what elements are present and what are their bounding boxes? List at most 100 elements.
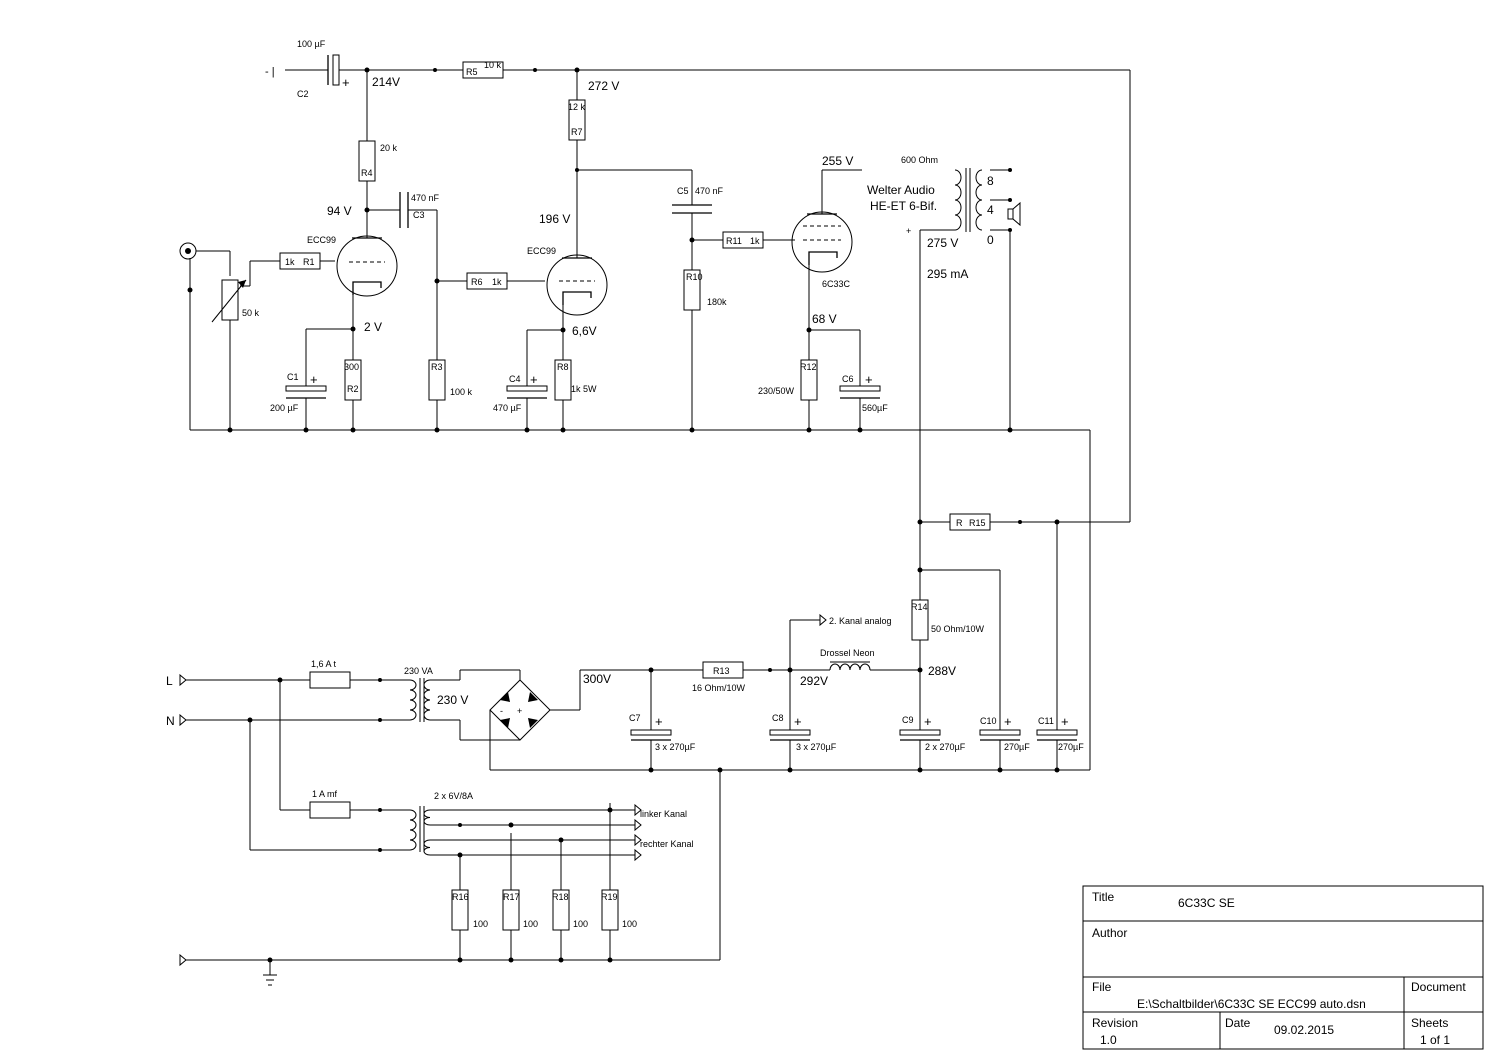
- capacitor-c11: + C11 270µF: [1036, 714, 1084, 752]
- svg-text:0: 0: [987, 233, 994, 247]
- junctions: [187, 67, 1060, 963]
- svg-text:1k: 1k: [750, 236, 760, 246]
- svg-text:6C33C: 6C33C: [822, 279, 851, 289]
- output-transformer: Welter Audio HE-ET 6-Bif. 600 Ohm + 8 4 …: [867, 155, 994, 247]
- svg-text:C10: C10: [980, 716, 997, 726]
- tube-v1: ECC99: [307, 235, 398, 297]
- svg-text:230 VA: 230 VA: [404, 666, 433, 676]
- speaker-icon: [1007, 201, 1021, 227]
- svg-text:100: 100: [573, 919, 588, 929]
- svg-text:196 V: 196 V: [539, 212, 570, 226]
- capacitor-c1: + C1 200 µF: [270, 372, 327, 413]
- choke: Drossel Neon: [820, 648, 875, 671]
- svg-text:+: +: [655, 714, 663, 729]
- svg-text:1,6 A t: 1,6 A t: [311, 659, 337, 669]
- svg-text:+: +: [310, 372, 318, 387]
- svg-text:600 Ohm: 600 Ohm: [901, 155, 938, 165]
- svg-text:R1: R1: [303, 257, 315, 267]
- bridge-rectifier: - +: [489, 679, 551, 741]
- heater-transformer: 2 x 6V/8A: [409, 791, 473, 856]
- svg-text:+: +: [794, 714, 802, 729]
- svg-text:C6: C6: [842, 374, 854, 384]
- capacitor-c4: + C4 470 µF: [493, 372, 548, 413]
- svg-text:+: +: [517, 706, 522, 716]
- capacitor-c3: 470 nF C3: [399, 192, 440, 228]
- svg-text:50 Ohm/10W: 50 Ohm/10W: [931, 624, 985, 634]
- capacitor-c6: + C6 560µF: [839, 372, 888, 413]
- svg-text:16 Ohm/10W: 16 Ohm/10W: [692, 683, 746, 693]
- svg-text:2 x 270µF: 2 x 270µF: [925, 742, 966, 752]
- input-jack[interactable]: [179, 242, 197, 260]
- svg-text:C3: C3: [413, 210, 425, 220]
- svg-text:230 V: 230 V: [437, 693, 468, 707]
- svg-text:300V: 300V: [583, 672, 611, 686]
- heater-outputs: linker Kanal rechter Kanal: [634, 803, 694, 862]
- svg-text:10 k: 10 k: [484, 60, 502, 70]
- fuse-1: 1,6 A t: [309, 659, 351, 689]
- svg-text:R13: R13: [713, 666, 730, 676]
- author-label: Author: [1092, 926, 1127, 940]
- svg-text:R7: R7: [571, 127, 583, 137]
- svg-text:R2: R2: [347, 384, 359, 394]
- svg-text:68 V: 68 V: [812, 312, 837, 326]
- svg-text:560µF: 560µF: [862, 403, 888, 413]
- resistor-r3: R3 100 k: [428, 359, 473, 401]
- svg-text:300: 300: [344, 362, 359, 372]
- svg-text:+: +: [906, 226, 911, 236]
- svg-text:R4: R4: [361, 168, 373, 178]
- svg-text:180k: 180k: [707, 297, 727, 307]
- svg-text:linker Kanal: linker Kanal: [640, 809, 687, 819]
- svg-text:R17: R17: [503, 892, 520, 902]
- tube-v3: 6C33C: [791, 211, 853, 289]
- svg-text:200 µF: 200 µF: [270, 403, 299, 413]
- svg-text:1 A mf: 1 A mf: [312, 789, 338, 799]
- wires-power: [186, 569, 1090, 975]
- svg-text:4: 4: [987, 203, 994, 217]
- resistor-r11: R11 1k: [722, 231, 764, 249]
- svg-text:+: +: [530, 372, 538, 387]
- date-value: 09.02.2015: [1274, 1023, 1334, 1037]
- svg-text:1k: 1k: [285, 257, 295, 267]
- wires-amplifier: [189, 69, 1131, 770]
- svg-text:12 k: 12 k: [568, 102, 586, 112]
- svg-text:HE-ET 6-Bif.: HE-ET 6-Bif.: [870, 199, 937, 213]
- svg-text:Drossel Neon: Drossel Neon: [820, 648, 875, 658]
- svg-text:50 k: 50 k: [242, 308, 260, 318]
- date-label: Date: [1225, 1016, 1251, 1030]
- svg-text:C8: C8: [772, 713, 784, 723]
- svg-text:C4: C4: [509, 374, 521, 384]
- svg-text:R5: R5: [466, 67, 478, 77]
- resistor-r15: R R15: [949, 513, 991, 531]
- svg-text:R15: R15: [969, 518, 986, 528]
- svg-text:1k 5W: 1k 5W: [571, 384, 597, 394]
- fuse-2: 1 A mf: [309, 789, 351, 819]
- resistor-r6: R6 1k: [466, 272, 508, 290]
- resistor-r8: R8 1k 5W: [554, 359, 597, 401]
- svg-text:ECC99: ECC99: [307, 235, 336, 245]
- revision-value: 1.0: [1100, 1033, 1117, 1047]
- svg-text:3 x 270µF: 3 x 270µF: [655, 742, 696, 752]
- svg-text:R8: R8: [557, 362, 569, 372]
- svg-text:+: +: [342, 75, 350, 90]
- svg-text:100: 100: [473, 919, 488, 929]
- capacitor-c10: + C10 270µF: [979, 714, 1030, 752]
- sheets-value: 1 of 1: [1420, 1033, 1450, 1047]
- resistor-r13: R13 16 Ohm/10W: [692, 661, 746, 693]
- svg-text:rechter Kanal: rechter Kanal: [640, 839, 694, 849]
- capacitor-c9: + C9 2 x 270µF: [899, 714, 966, 752]
- potentiometer[interactable]: 50 k: [211, 279, 260, 323]
- svg-text:272 V: 272 V: [588, 79, 619, 93]
- capacitor-c5: C5 470 nF: [672, 186, 724, 214]
- svg-text:+: +: [924, 714, 932, 729]
- resistor-r12: R12 230/50W: [758, 359, 818, 401]
- input-polarity-mark: - |: [265, 66, 275, 78]
- svg-text:1k: 1k: [492, 277, 502, 287]
- svg-text:6,6V: 6,6V: [572, 324, 597, 338]
- svg-text:20 k: 20 k: [380, 143, 398, 153]
- svg-text:+: +: [1004, 714, 1012, 729]
- svg-text:214V: 214V: [372, 75, 400, 89]
- svg-text:R: R: [956, 518, 963, 528]
- svg-text:R14: R14: [911, 602, 928, 612]
- svg-text:100: 100: [622, 919, 637, 929]
